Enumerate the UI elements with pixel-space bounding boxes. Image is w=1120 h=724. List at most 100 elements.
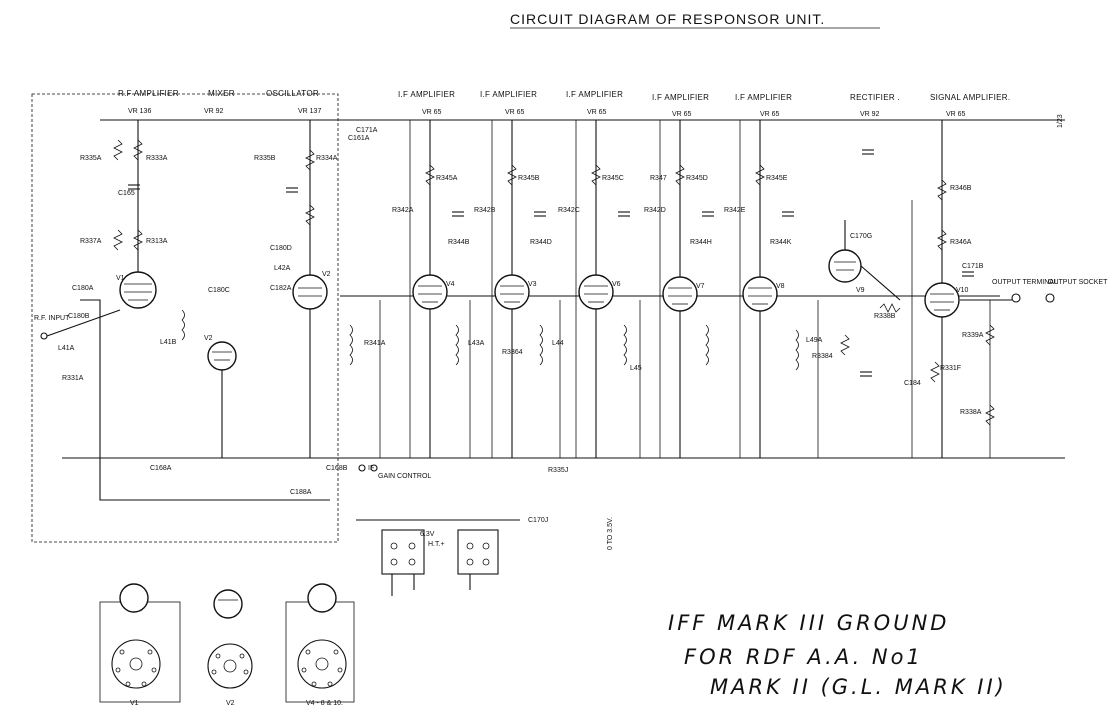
- section-rectifier: RECTIFIER .: [850, 93, 900, 102]
- handwritten-line-3: MARK II (G.L. MARK II): [710, 675, 1007, 699]
- valve-label-v10: V10: [956, 287, 969, 294]
- label-r3364: R3364: [502, 349, 523, 356]
- valve-v4: [412, 120, 448, 458]
- label-c161a: C161A: [348, 135, 370, 142]
- label-r345c: R345C: [602, 175, 624, 182]
- handwritten-line-1: IFF MARK III GROUND: [668, 611, 949, 635]
- section-if-amplifier-1: I.F AMPLIFIER: [398, 90, 455, 99]
- label-r342c: R342C: [558, 207, 580, 214]
- label-r346a: R346A: [950, 239, 972, 246]
- valve-type-v1: VR 136: [128, 108, 151, 115]
- section-mixer: MIXER: [208, 89, 235, 98]
- valve-type-v7: VR 65: [672, 111, 692, 118]
- label-r345a: R345A: [436, 175, 458, 182]
- label-c188a: C188A: [290, 489, 312, 496]
- label-c168a: C168A: [150, 465, 172, 472]
- valve-v9: [828, 220, 901, 301]
- handwritten-line-2: FOR RDF A.A. No1: [684, 645, 923, 669]
- label-c170g: C170G: [850, 233, 872, 240]
- label-r331a: R331A: [62, 375, 84, 382]
- valve-label-v9: V9: [856, 287, 865, 294]
- label-r344k: R344K: [770, 239, 792, 246]
- valve-label-v8: V8: [776, 283, 785, 290]
- label-r338b: R338B: [874, 313, 896, 320]
- capacitor-set: [128, 149, 974, 377]
- valve-v5: [494, 120, 530, 458]
- base-diagram-v1: [99, 583, 181, 703]
- base-label-v4: V4 - 8 & 10.: [306, 700, 343, 707]
- output-terminal-connector: [1011, 293, 1021, 303]
- base-diagram-v4: [285, 583, 355, 703]
- label-l49a: L49A: [806, 337, 823, 344]
- valve-type-v3: VR 137: [298, 108, 321, 115]
- valve-v10: [924, 120, 960, 458]
- label-l44: L44: [552, 340, 564, 347]
- heater-line: [80, 299, 330, 501]
- valve-type-v4: VR 65: [422, 109, 442, 116]
- valve-v2: [207, 341, 237, 458]
- valve-type-v6: VR 65: [587, 109, 607, 116]
- label-r347: R347: [650, 175, 667, 182]
- valve-type-v2: VR 92: [204, 108, 224, 115]
- valve-label-v1: V1: [116, 275, 125, 282]
- valve-v3: [292, 120, 328, 458]
- label-r339a: R339A: [962, 332, 984, 339]
- label-c180a: C180A: [72, 285, 94, 292]
- label-r335b: R335B: [254, 155, 276, 162]
- valve-type-v9: VR 92: [860, 111, 880, 118]
- label-c165: C165: [118, 190, 135, 197]
- if-transformer-coils: [181, 309, 799, 371]
- label-c170j: C170J: [528, 517, 548, 524]
- label-r342a: R342A: [392, 207, 414, 214]
- section-signal-amplifier: SIGNAL AMPLIFIER.: [930, 93, 1010, 102]
- valve-label-v4: V4: [446, 281, 455, 288]
- valve-label-v2: V2: [204, 335, 213, 342]
- label-c171a: C171A: [356, 127, 378, 134]
- label-r337a: R337A: [80, 238, 102, 245]
- output-socket-label: OUTPUT SOCKET: [1048, 279, 1108, 286]
- label-r345b: R345B: [518, 175, 540, 182]
- if-wiring: [379, 120, 991, 458]
- section-if-amplifier-2: I.F AMPLIFIER: [480, 90, 537, 99]
- label-l41b: L41B: [160, 339, 177, 346]
- section-rf-amplifier: R.F AMPLIFIER: [118, 89, 179, 98]
- diagram-title: CIRCUIT DIAGRAM OF RESPONSOR UNIT.: [510, 11, 825, 27]
- rf-input-wire: [46, 309, 121, 337]
- valve-type-v10: VR 65: [946, 111, 966, 118]
- gain-control-label: GAIN CONTROL: [378, 473, 431, 480]
- label-l42a: L42A: [274, 265, 291, 272]
- label-r335a: R335A: [80, 155, 102, 162]
- label-r338a: R338A: [960, 409, 982, 416]
- resistor-network: [113, 139, 995, 426]
- ht-plus-label: H.T.+: [428, 541, 445, 548]
- label-r3384: R3384: [812, 353, 833, 360]
- label-r344b: R344B: [448, 239, 470, 246]
- label-r345d: R345D: [686, 175, 708, 182]
- rf-section-enclosure: [31, 93, 339, 543]
- label-r342d: R342D: [644, 207, 666, 214]
- label-r344h: R344H: [690, 239, 712, 246]
- label-r333a: R333A: [146, 155, 168, 162]
- label-r334a: R334A: [316, 155, 338, 162]
- valve-type-v5: VR 65: [505, 109, 525, 116]
- valve-label-v6: V6: [612, 281, 621, 288]
- valve-label-v7: V7: [696, 283, 705, 290]
- label-c180d: C180D: [270, 245, 292, 252]
- base-diagram-v2: [207, 589, 253, 689]
- valve-v7: [662, 120, 698, 458]
- label-r342b: R342B: [474, 207, 496, 214]
- label-c171b: C171B: [962, 263, 984, 270]
- label-c180b: C180B: [68, 313, 90, 320]
- valve-type-v8: VR 65: [760, 111, 780, 118]
- heater-volt-label: 6.3V: [420, 531, 435, 538]
- valve-label-v3: V2: [322, 271, 331, 278]
- base-label-v2: V2: [226, 700, 235, 707]
- valve-v1: [119, 120, 157, 309]
- power-connector-block: [356, 519, 520, 596]
- supply-label: 0 TO 3.5V.: [607, 517, 614, 550]
- section-oscillator: OSCILLATOR: [266, 89, 319, 98]
- gain-test-point: [370, 464, 378, 472]
- valve-label-v5: V3: [528, 281, 537, 288]
- label-c180c: C180C: [208, 287, 230, 294]
